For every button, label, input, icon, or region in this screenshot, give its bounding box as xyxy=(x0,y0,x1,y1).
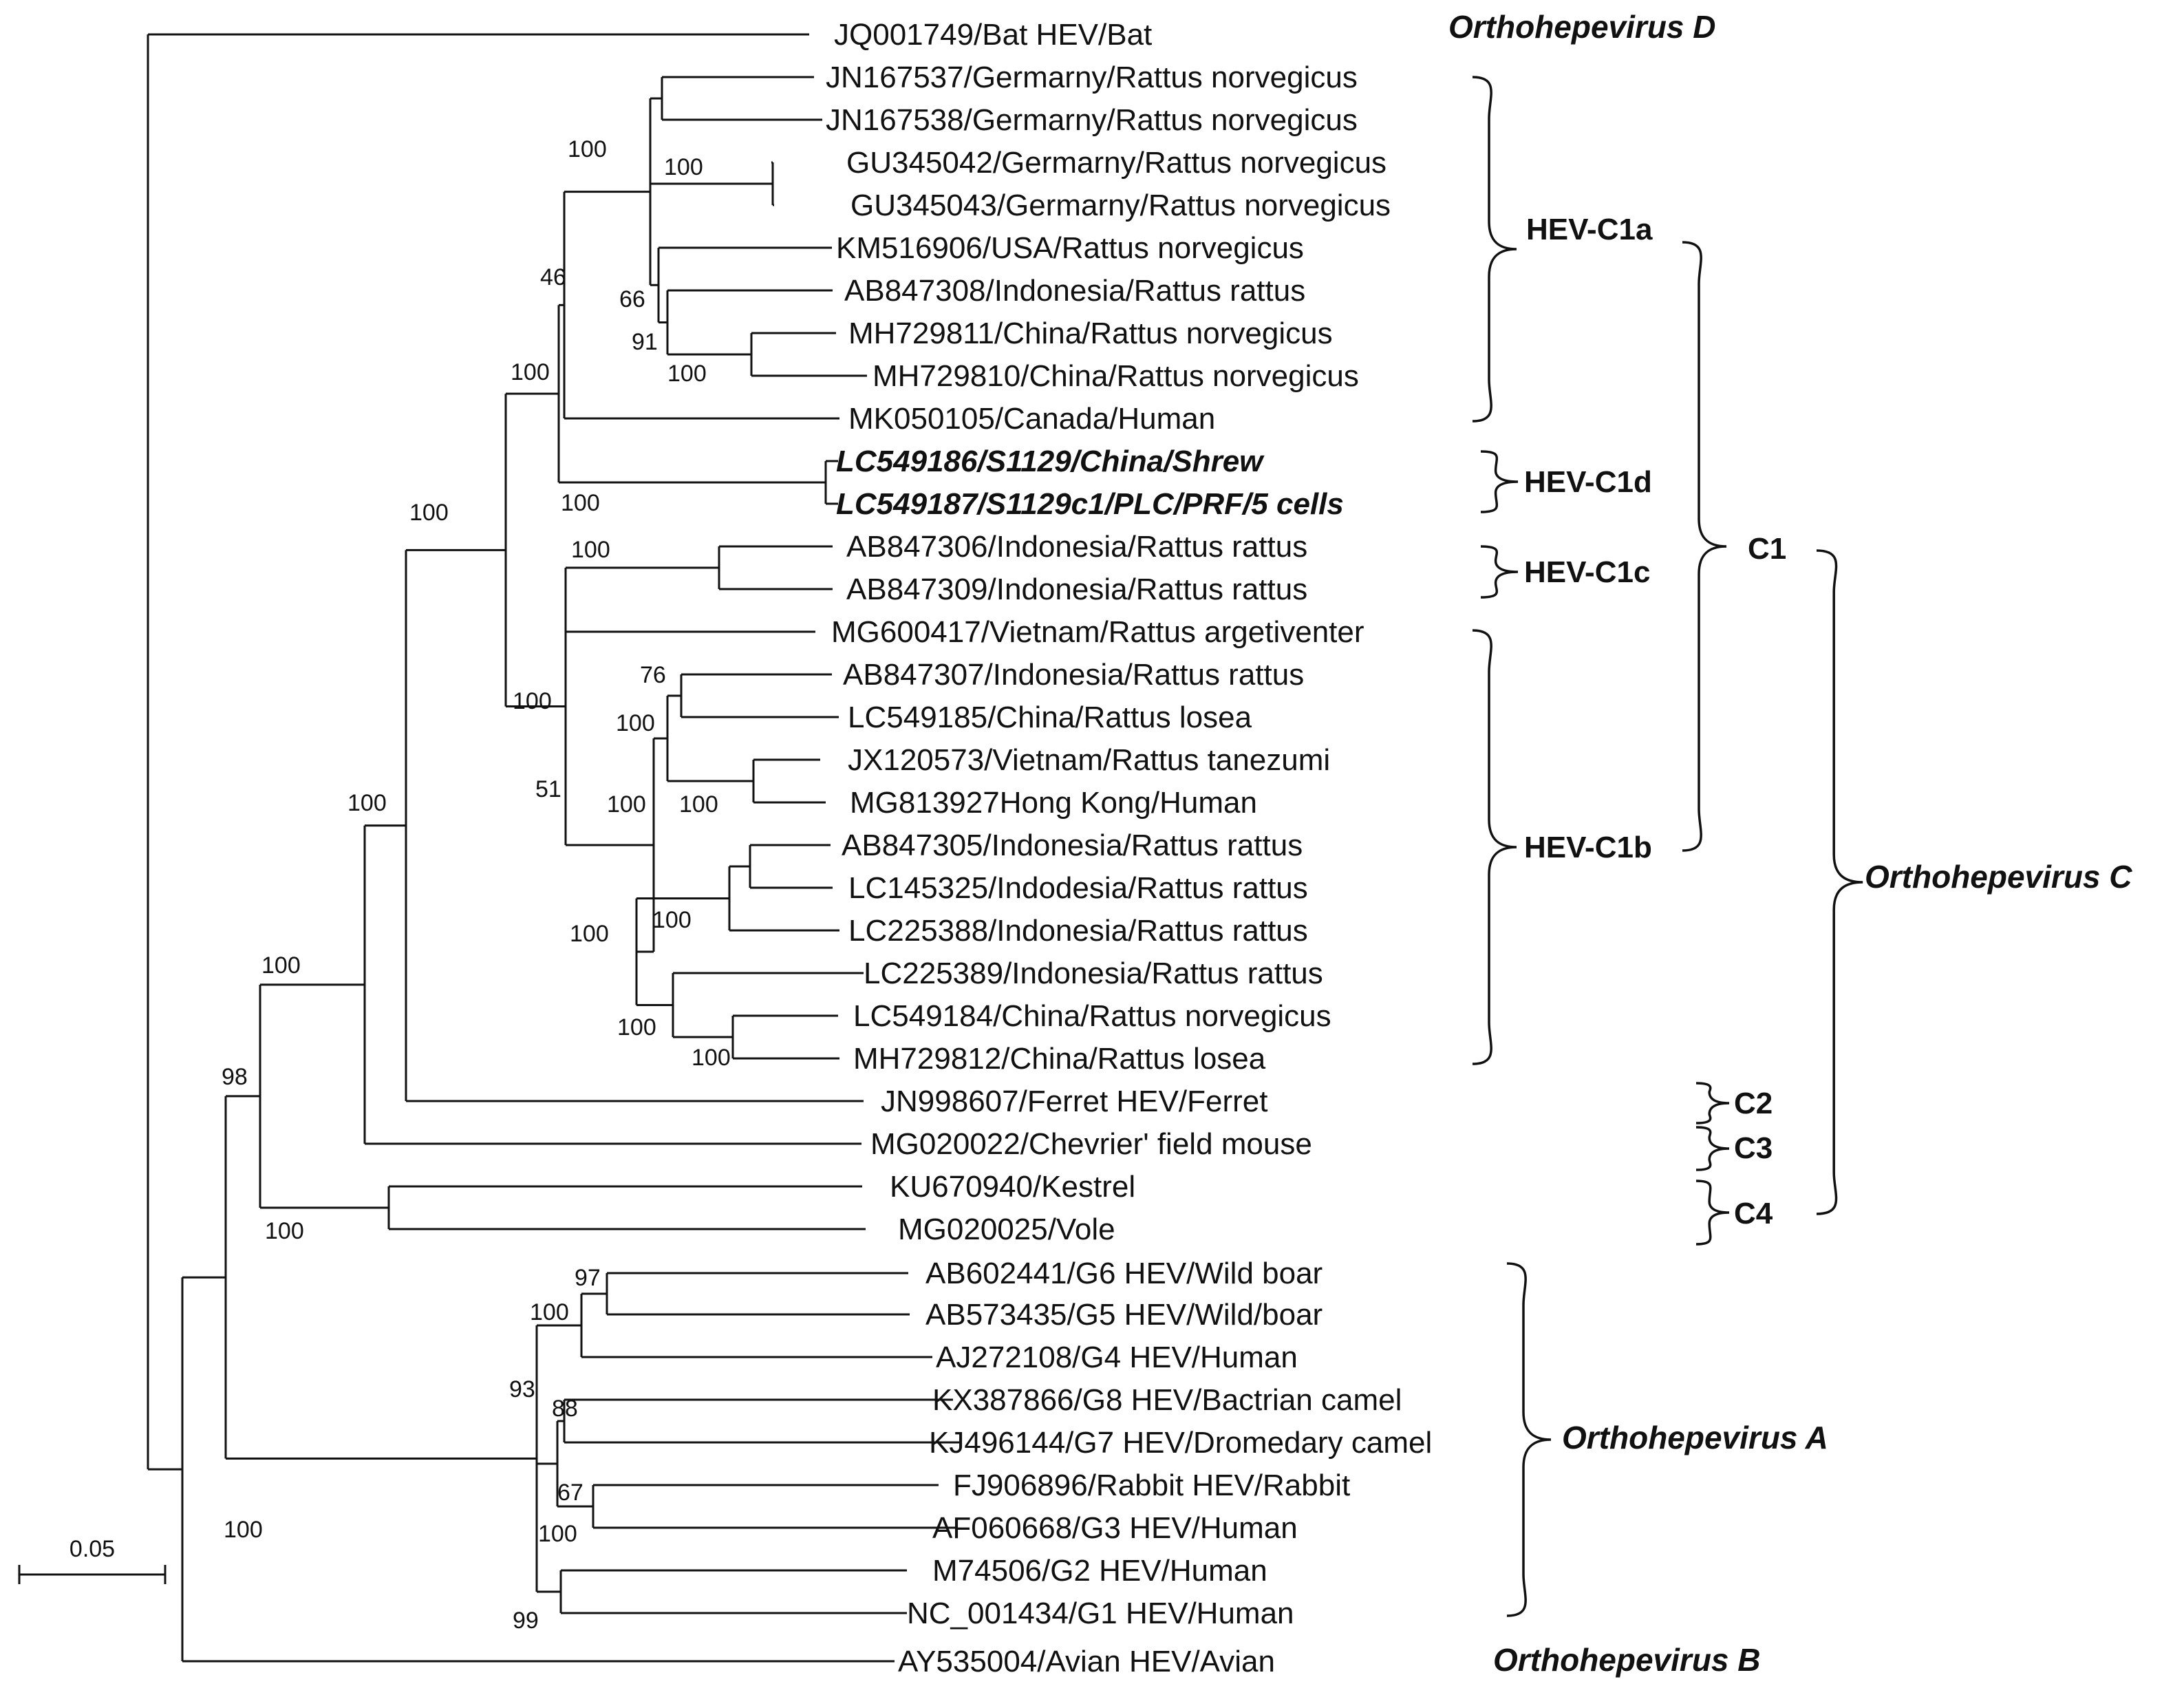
taxon-label-t4: GU345042/Germarny/Rattus norvegicus xyxy=(846,146,1387,180)
bootstrap-value-23: 98 xyxy=(222,1064,248,1090)
bootstrap-value-29: 67 xyxy=(557,1480,584,1506)
clade-brace-c3 xyxy=(1695,1126,1730,1171)
taxon-label-t12: LC549187/S1129c1/PLC/PRF/5 cells xyxy=(836,487,1344,521)
clade-label-orthohepevirus-b: Orthohepevirus B xyxy=(1493,1642,1761,1678)
taxon-label-t26: JN998607/Ferret HEV/Ferret xyxy=(881,1085,1267,1118)
clade-label-orthohepevirus-a: Orthohepevirus A xyxy=(1562,1420,1828,1455)
taxon-label-t23: LC225389/Indonesia/Rattus rattus xyxy=(864,957,1323,990)
taxon-label-t38: NC_001434/G1 HEV/Human xyxy=(907,1597,1294,1630)
taxon-label-t39: AY535004/Avian HEV/Avian xyxy=(898,1645,1275,1678)
bootstrap-value-26: 100 xyxy=(530,1299,569,1325)
bootstrap-value-4: 91 xyxy=(632,329,658,355)
bootstrap-value-7: 100 xyxy=(511,359,550,385)
bootstrap-value-6: 46 xyxy=(540,264,566,290)
bootstrap-value-3: 66 xyxy=(619,286,645,312)
bootstrap-value-12: 100 xyxy=(616,710,655,736)
bootstrap-value-13: 100 xyxy=(679,791,718,818)
bootstrap-value-16: 100 xyxy=(570,921,609,947)
bootstrap-value-31: 99 xyxy=(513,1608,539,1634)
taxon-label-t8: MH729811/China/Rattus norvegicus xyxy=(848,317,1333,350)
clade-brace-hev-c1a xyxy=(1472,76,1517,423)
taxon-label-t25: MH729812/China/Rattus losea xyxy=(853,1042,1266,1076)
bootstrap-value-5: 100 xyxy=(667,361,707,387)
bootstrap-value-18: 100 xyxy=(617,1014,656,1041)
clade-brace-hev-c1c xyxy=(1480,545,1519,599)
bootstrap-value-22: 100 xyxy=(261,952,301,979)
taxon-label-t15: MG600417/Vietnam/Rattus argetiventer xyxy=(831,615,1364,649)
clade-label-c2: C2 xyxy=(1734,1087,1773,1120)
taxon-label-t5: GU345043/Germarny/Rattus norvegicus xyxy=(850,189,1391,222)
taxon-label-t37: M74506/G2 HEV/Human xyxy=(932,1554,1267,1588)
bootstrap-value-2: 100 xyxy=(664,154,703,180)
clade-label-orthohepevirus-d: Orthohepevirus D xyxy=(1448,9,1716,45)
taxon-label-t22: LC225388/Indonesia/Rattus rattus xyxy=(848,914,1308,948)
taxon-label-t2: JN167537/Germarny/Rattus norvegicus xyxy=(826,61,1358,94)
taxon-label-t1: JQ001749/Bat HEV/Bat xyxy=(834,18,1152,52)
bootstrap-value-32: 100 xyxy=(224,1517,263,1543)
taxon-label-t27: MG020022/Chevrier' field mouse xyxy=(870,1127,1312,1161)
taxon-label-t32: AJ272108/G4 HEV/Human xyxy=(936,1341,1298,1374)
clade-label-hev-c1b: HEV-C1b xyxy=(1524,831,1652,864)
taxon-label-t11: LC549186/S1129/China/Shrew xyxy=(836,445,1265,478)
taxon-label-t29: MG020025/Vole xyxy=(898,1213,1115,1246)
bootstrap-value-15: 51 xyxy=(535,776,561,802)
bootstrap-value-9: 100 xyxy=(409,500,449,526)
taxon-label-t9: MH729810/China/Rattus norvegicus xyxy=(872,359,1359,393)
taxon-label-t14: AB847309/Indonesia/Rattus rattus xyxy=(846,573,1307,606)
bootstrap-value-1: 100 xyxy=(568,136,607,162)
bootstrap-value-11: 76 xyxy=(640,662,666,688)
bootstrap-value-21: 100 xyxy=(347,790,387,816)
taxon-label-t6: KM516906/USA/Rattus norvegicus xyxy=(836,231,1304,265)
clade-label-orthohepevirus-c: Orthohepevirus C xyxy=(1865,859,2132,895)
taxon-label-t24: LC549184/China/Rattus norvegicus xyxy=(853,999,1331,1033)
clade-brace-orthohepevirus-c xyxy=(1816,549,1863,1215)
bootstrap-value-17: 100 xyxy=(652,907,692,933)
bootstrap-value-24: 100 xyxy=(265,1218,304,1244)
bootstrap-value-10: 100 xyxy=(571,537,610,563)
clade-brace-c1 xyxy=(1682,241,1727,852)
taxon-label-t10: MK050105/Canada/Human xyxy=(848,402,1215,436)
taxon-label-t3: JN167538/Germarny/Rattus norvegicus xyxy=(826,103,1358,137)
taxon-label-t30: AB602441/G6 HEV/Wild boar xyxy=(925,1257,1323,1290)
clade-label-hev-c1c: HEV-C1c xyxy=(1524,555,1650,589)
scale-bar-label: 0.05 xyxy=(69,1536,115,1562)
taxon-label-t35: FJ906896/Rabbit HEV/Rabbit xyxy=(953,1469,1350,1502)
taxon-label-t28: KU670940/Kestrel xyxy=(890,1170,1135,1204)
clade-brace-hev-c1d xyxy=(1480,450,1519,513)
clade-brace-c2 xyxy=(1695,1082,1730,1124)
bootstrap-value-28: 88 xyxy=(552,1396,578,1422)
bootstrap-value-20: 100 xyxy=(513,688,552,714)
taxon-label-t31: AB573435/G5 HEV/Wild/boar xyxy=(925,1298,1323,1332)
clade-label-hev-c1a: HEV-C1a xyxy=(1526,213,1653,246)
taxon-label-t17: LC549185/China/Rattus losea xyxy=(848,701,1252,734)
clade-label-c4: C4 xyxy=(1734,1197,1773,1230)
taxon-label-t16: AB847307/Indonesia/Rattus rattus xyxy=(843,658,1304,692)
bootstrap-value-14: 100 xyxy=(607,791,646,818)
bootstrap-value-8: 100 xyxy=(561,490,600,516)
clade-brace-c4 xyxy=(1695,1180,1730,1246)
taxon-label-t21: LC145325/Indodesia/Rattus rattus xyxy=(848,871,1308,905)
taxon-label-t34: KJ496144/G7 HEV/Dromedary camel xyxy=(929,1426,1432,1460)
clade-label-c3: C3 xyxy=(1734,1131,1773,1165)
taxon-label-t36: AF060668/G3 HEV/Human xyxy=(932,1511,1298,1545)
taxon-label-t18: JX120573/Vietnam/Rattus tanezumi xyxy=(848,743,1330,777)
clade-label-c1: C1 xyxy=(1748,532,1786,566)
taxon-label-t7: AB847308/Indonesia/Rattus rattus xyxy=(844,274,1305,308)
bootstrap-value-27: 93 xyxy=(509,1376,535,1402)
taxon-label-t20: AB847305/Indonesia/Rattus rattus xyxy=(842,829,1303,862)
bootstrap-value-30: 100 xyxy=(538,1521,577,1547)
clade-brace-hev-c1b xyxy=(1472,629,1517,1065)
bootstrap-value-19: 100 xyxy=(692,1045,731,1071)
clade-brace-orthohepevirus-a xyxy=(1506,1262,1552,1617)
bootstrap-value-25: 97 xyxy=(575,1265,601,1291)
clade-label-hev-c1d: HEV-C1d xyxy=(1524,465,1652,499)
taxon-label-t33: KX387866/G8 HEV/Bactrian camel xyxy=(932,1383,1402,1417)
taxon-label-t19: MG813927Hong Kong/Human xyxy=(850,786,1257,820)
taxon-label-t13: AB847306/Indonesia/Rattus rattus xyxy=(846,530,1307,564)
